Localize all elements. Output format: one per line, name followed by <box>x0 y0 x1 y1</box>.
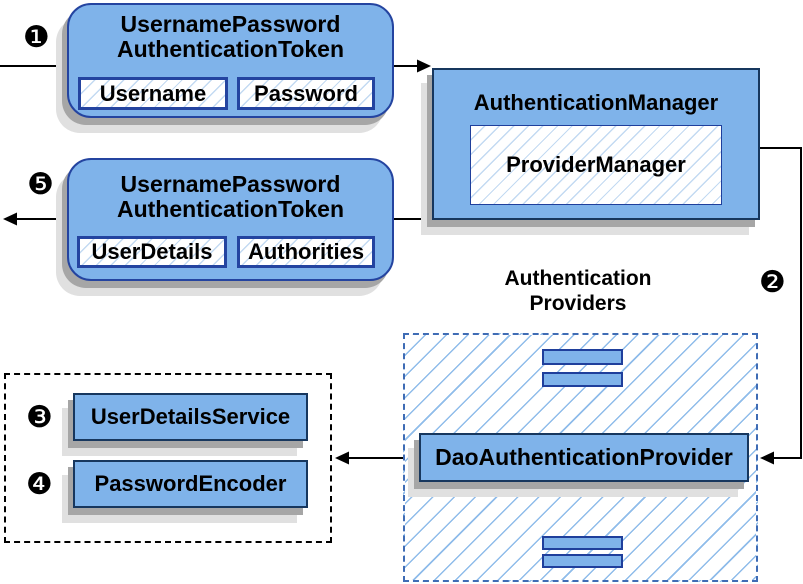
username-password-token-response-box: UsernamePassword AuthenticationToken Use… <box>67 158 394 281</box>
authentication-manager-title: AuthenticationManager <box>473 90 719 115</box>
password-encoder-box: PasswordEncoder <box>73 460 308 508</box>
username-password-token-request-box: UsernamePassword AuthenticationToken Use… <box>67 3 394 118</box>
provider-placeholder-bar <box>542 536 623 550</box>
provider-placeholder-bar <box>542 372 623 387</box>
provider-placeholder-bar <box>542 554 623 568</box>
token-title-line2: AuthenticationToken <box>116 196 344 222</box>
userdetails-field-box: UserDetails <box>77 236 227 268</box>
password-field-box: Password <box>237 77 375 110</box>
arrow-head-left-icon <box>760 451 774 465</box>
arrow-head-left-icon <box>3 212 17 226</box>
authorities-field-label: Authorities <box>247 239 365 264</box>
token-title: UsernamePassword AuthenticationToken <box>69 5 392 62</box>
authorities-field-box: Authorities <box>237 236 375 268</box>
username-field-box: Username <box>78 77 228 110</box>
services-group-box <box>4 373 332 543</box>
step-3-badge: ❸ <box>26 400 53 435</box>
authentication-providers-label: Authentication Providers <box>468 266 688 316</box>
arrow-head-left-icon <box>335 451 349 465</box>
step-2-badge: ❷ <box>759 265 786 300</box>
arrow-head-right-icon <box>417 59 431 73</box>
username-field-label: Username <box>99 80 207 106</box>
flow-arrow-step2 <box>760 147 802 465</box>
token-title-line1: UsernamePassword <box>120 11 341 37</box>
provider-manager-box: ProviderManager <box>470 125 722 205</box>
token-title-line2: AuthenticationToken <box>116 36 344 62</box>
userdetails-field-label: UserDetails <box>91 239 213 264</box>
user-details-service-box: UserDetailsService <box>73 393 308 441</box>
authentication-manager-box: AuthenticationManager ProviderManager <box>432 68 760 220</box>
step-5-badge: ❺ <box>27 167 54 202</box>
password-encoder-label: PasswordEncoder <box>94 471 287 496</box>
provider-manager-label: ProviderManager <box>506 152 686 177</box>
password-field-label: Password <box>254 80 358 106</box>
step-4-badge: ❹ <box>26 467 53 502</box>
dao-authentication-provider-label: DaoAuthenticationProvider <box>435 444 733 470</box>
step-1-badge: ❶ <box>23 20 50 55</box>
arrow-line <box>760 147 802 459</box>
providers-label-line2: Providers <box>529 292 627 315</box>
token-title: UsernamePassword AuthenticationToken <box>69 160 392 222</box>
user-details-service-label: UserDetailsService <box>90 404 291 429</box>
provider-placeholder-bar <box>542 349 623 365</box>
providers-label-line1: Authentication <box>504 267 652 290</box>
dao-authentication-provider-box: DaoAuthenticationProvider <box>419 433 749 482</box>
token-title-line1: UsernamePassword <box>120 171 341 197</box>
